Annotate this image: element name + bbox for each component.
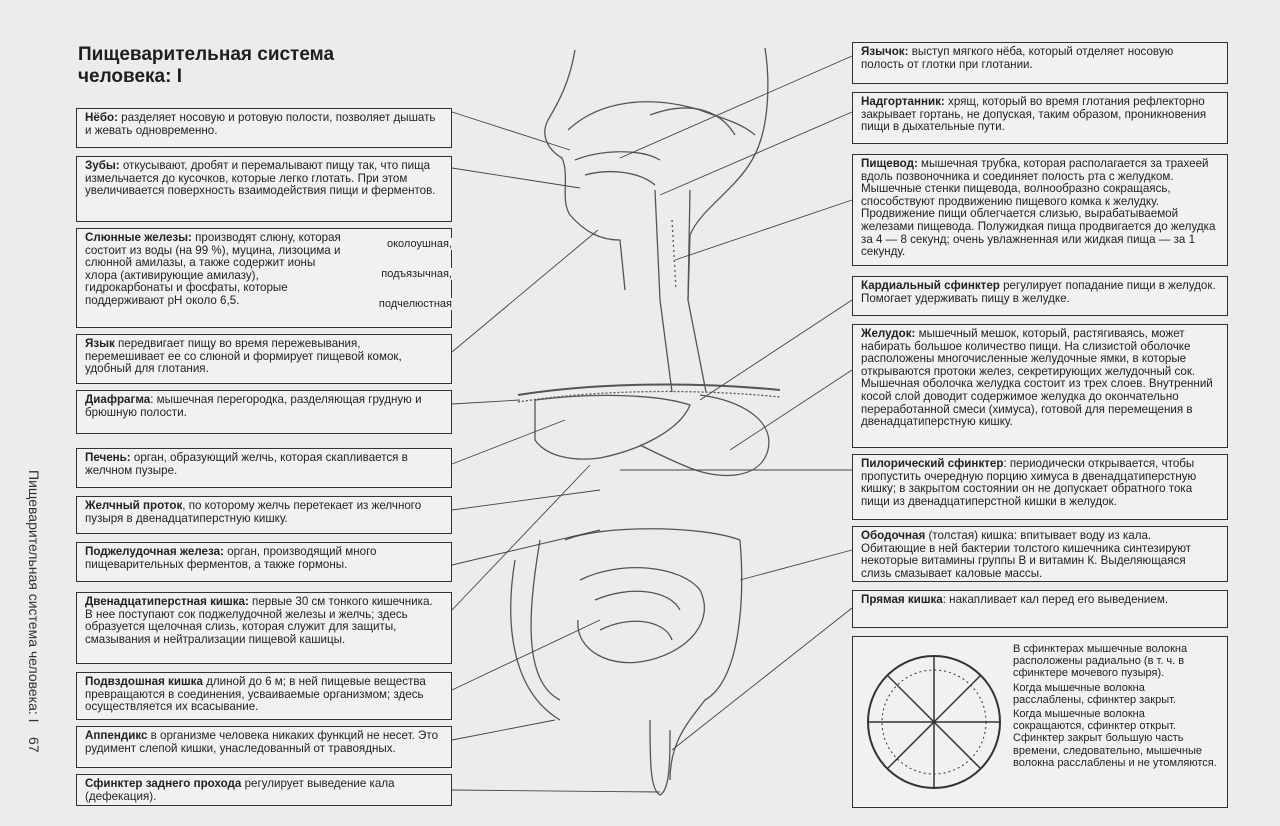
box-term: Двенадцатиперстная кишка: <box>85 595 249 608</box>
salivary-gland-list: околоушная, подъязычная, подчелюстная <box>348 236 452 316</box>
box-palate: Нёбо: разделяет носовую и ротовую полост… <box>76 108 452 148</box>
box-term: Ободочная <box>861 529 926 542</box>
side-caption: Пищеварительная система человека: I 67 <box>14 470 54 810</box>
box-term: Диафрагма <box>85 393 151 406</box>
box-pyloric-sphincter: Пилорический сфинктер: периодически откр… <box>852 454 1228 520</box>
box-text: откусывают, дробят и перемалывают пищу т… <box>85 159 436 198</box>
box-text: выступ мягкого нёба, который отделяет но… <box>861 45 1174 71</box>
box-term: Поджелудочная железа: <box>85 545 224 558</box>
box-term: Прямая кишка <box>861 593 943 606</box>
box-term: Аппендикс <box>85 729 148 742</box>
box-text: мышечный мешок, который, растягиваясь, м… <box>861 327 1213 429</box>
box-epiglottis: Надгортанник: хрящ, который во время гло… <box>852 92 1228 144</box>
box-text: : периодически открывается, чтобы пропус… <box>861 457 1197 508</box>
box-bile-duct: Желчный проток, по которому желчь перете… <box>76 496 452 534</box>
box-term: Слюнные железы: <box>85 231 192 244</box>
box-rectum: Прямая кишка: накапливает кал перед его … <box>852 590 1228 628</box>
gland-sublingual: подъязычная, <box>381 268 452 280</box>
box-term: Сфинктер заднего прохода <box>85 777 242 790</box>
page-number: 67 <box>26 736 42 753</box>
box-cardiac-sphincter: Кардиальный сфинктер регулирует попадани… <box>852 276 1228 316</box>
sphincter-note-p3: Когда мышечные волокна сокращаются, сфин… <box>1013 708 1217 769</box>
box-term: Пищевод: <box>861 157 918 170</box>
box-text: регулирует попадание пищи в желудок. Пом… <box>861 279 1216 305</box>
box-text: производят слюну, которая состоит из вод… <box>85 231 341 307</box>
box-text: первые 30 см тонкого кишечника. В нее по… <box>85 595 433 646</box>
box-text: мышечная трубка, которая располагается з… <box>861 157 1216 259</box>
box-term: Язычок: <box>861 45 909 58</box>
box-text: орган, производящий много пищеварительны… <box>85 545 377 571</box>
box-term: Желудок: <box>861 327 916 340</box>
box-teeth: Зубы: откусывают, дробят и перемалывают … <box>76 156 452 222</box>
box-esophagus: Пищевод: мышечная трубка, которая распол… <box>852 154 1228 266</box>
box-term: Язык <box>85 337 115 350</box>
sphincter-note-p2: Когда мышечные волокна расслаблены, сфин… <box>1013 681 1176 706</box>
box-text: разделяет носовую и ротовую полости, поз… <box>85 111 436 137</box>
box-text: в организме человека никаких функций не … <box>85 729 439 755</box>
box-term: Желчный проток <box>85 499 183 512</box>
gland-submandibular: подчелюстная <box>378 298 452 310</box>
box-tongue: Язык передвигает пищу во время пережевыв… <box>76 334 452 384</box>
sphincter-box: В сфинктерах мышечные волокна расположен… <box>852 636 1228 808</box>
box-liver: Печень: орган, образующий желчь, которая… <box>76 448 452 488</box>
box-colon: Ободочная (толстая) кишка: впитывает вод… <box>852 526 1228 582</box>
box-text: : накапливает кал перед его выведением. <box>942 593 1169 606</box>
box-term: Нёбо: <box>85 111 118 124</box>
box-term: Подвздошная кишка <box>85 675 203 688</box>
gland-parotid: околоушная, <box>387 238 452 250</box>
box-stomach: Желудок: мышечный мешок, который, растяг… <box>852 324 1228 448</box>
box-text: передвигает пищу во время пережевывания,… <box>85 337 402 376</box>
box-text: орган, образующий желчь, которая скаплив… <box>85 451 408 477</box>
box-term: Пилорический сфинктер <box>861 457 1004 470</box>
box-anal-sphincter: Сфинктер заднего прохода регулирует выве… <box>76 774 452 806</box>
box-term: Надгортанник: <box>861 95 945 108</box>
sphincter-diagram <box>867 655 1001 789</box>
box-diaphragm: Диафрагма: мышечная перегородка, разделя… <box>76 390 452 434</box>
box-ileum: Подвздошная кишка длиной до 6 м; в ней п… <box>76 672 452 720</box>
box-text: (толстая) кишка: впитывает воду из кала.… <box>861 529 1192 580</box>
box-appendix: Аппендикс в организме человека никаких ф… <box>76 726 452 768</box>
side-caption-text: Пищеварительная система человека: I <box>26 470 42 723</box>
sphincter-note: В сфинктерах мышечные волокна расположен… <box>1013 643 1219 769</box>
box-text: регулирует выведение кала (дефекация). <box>85 777 395 803</box>
box-text: : мышечная перегородка, разделяющая груд… <box>85 393 422 419</box>
page-title-line2: человека: I <box>78 66 182 87</box>
box-term: Зубы: <box>85 159 120 172</box>
box-term: Печень: <box>85 451 131 464</box>
box-pancreas: Поджелудочная железа: орган, производящи… <box>76 542 452 582</box>
page-title: Пищеварительная система человека: I <box>78 44 438 88</box>
box-uvula: Язычок: выступ мягкого нёба, который отд… <box>852 42 1228 84</box>
sphincter-note-p1: В сфинктерах мышечные волокна расположен… <box>1013 643 1188 680</box>
box-text: , по которому желчь перетекает из желчно… <box>85 499 422 525</box>
box-text: длиной до 6 м; в ней пищевые вещества пр… <box>85 675 426 714</box>
box-term: Кардиальный сфинктер <box>861 279 1000 292</box>
box-text: хрящ, который во время глотания рефлекто… <box>861 95 1207 134</box>
box-duodenum: Двенадцатиперстная кишка: первые 30 см т… <box>76 592 452 664</box>
page-title-line1: Пищеварительная система <box>78 44 335 65</box>
